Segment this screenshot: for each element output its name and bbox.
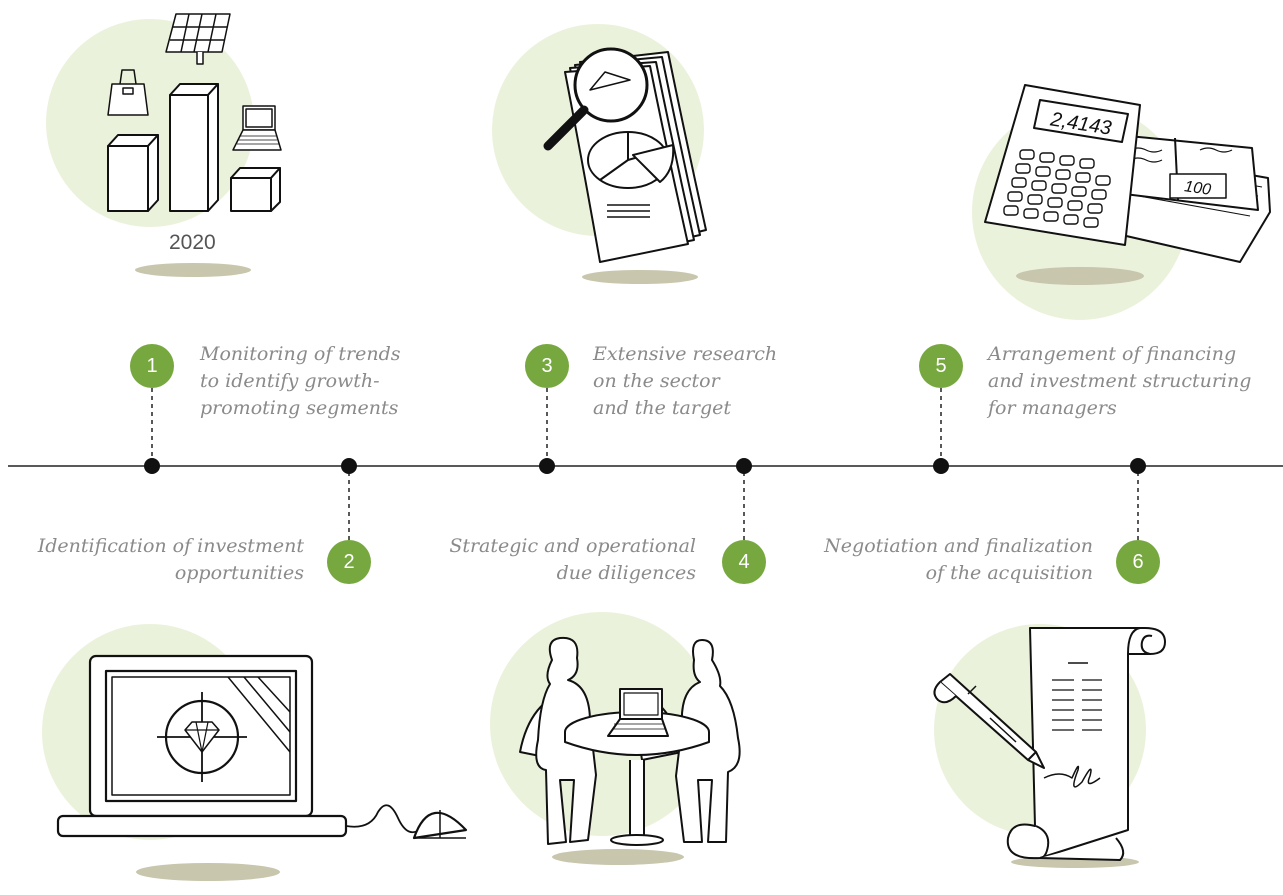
timeline-dot-1 bbox=[144, 458, 160, 474]
step-badge-6: 6 bbox=[1116, 540, 1160, 584]
calculator-money-icon bbox=[984, 84, 1271, 263]
step-badge-2: 2 bbox=[327, 540, 371, 584]
step-badge-1: 1 bbox=[130, 344, 174, 388]
shadows bbox=[135, 263, 1144, 881]
bag-icon bbox=[107, 69, 149, 116]
step-text-1: Monitoring of trends to identify growth-… bbox=[200, 343, 401, 419]
timeline-dot-3 bbox=[539, 458, 555, 474]
laptop-diamond-target-icon bbox=[56, 654, 468, 840]
connectors bbox=[151, 388, 1139, 540]
magnifier-documents-icon bbox=[543, 47, 707, 263]
step-text-5: Arrangement of financing and investment … bbox=[988, 343, 1252, 419]
step-text-4: Strategic and operational due diligences bbox=[449, 535, 696, 584]
step-badge-4: 4 bbox=[722, 540, 766, 584]
solar-panel-icon bbox=[165, 13, 231, 65]
year-label: 2020 bbox=[169, 231, 216, 254]
step-badge-3: 3 bbox=[525, 344, 569, 388]
small-laptop-icon bbox=[232, 105, 282, 151]
timeline-dot-5 bbox=[933, 458, 949, 474]
growth-chart-icon bbox=[107, 13, 282, 212]
step-badge-5: 5 bbox=[919, 344, 963, 388]
timeline-dot-4 bbox=[736, 458, 752, 474]
step-text-6: Negotiation and finalization of the acqu… bbox=[824, 535, 1093, 584]
step-text-2: Identification of investment opportuniti… bbox=[37, 535, 304, 584]
banknote-value: 100 bbox=[1183, 178, 1212, 199]
step-text-3: Extensive research on the sector and the… bbox=[593, 343, 778, 419]
timeline-dot-2 bbox=[341, 458, 357, 474]
timeline-dots bbox=[144, 458, 1146, 474]
contract-pen-icon bbox=[933, 627, 1166, 861]
timeline-dot-6 bbox=[1130, 458, 1146, 474]
meeting-people-icon bbox=[519, 636, 741, 846]
